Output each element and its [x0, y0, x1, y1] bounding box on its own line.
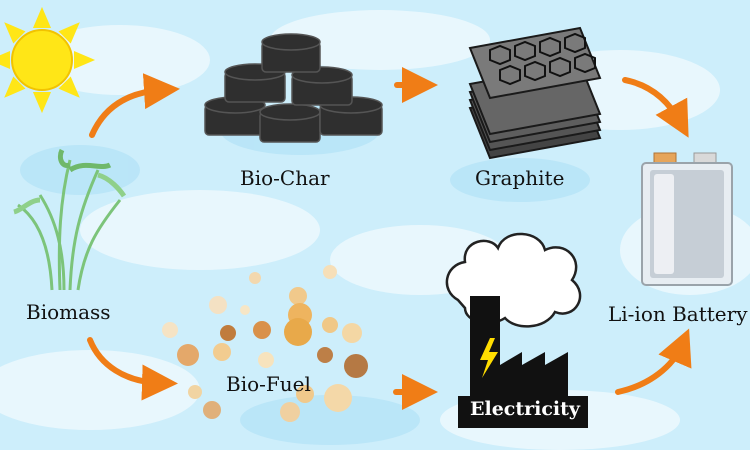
label-graphite: Graphite	[475, 166, 565, 190]
arrow-electricity-to-battery	[615, 328, 692, 395]
label-electricity: Electricity	[470, 398, 580, 420]
label-biochar: Bio-Char	[240, 166, 330, 190]
arrow-biomass-to-biofuel	[87, 337, 178, 401]
label-biomass: Biomass	[26, 300, 111, 324]
label-biofuel: Bio-Fuel	[226, 372, 311, 396]
droplets-icon	[162, 265, 368, 422]
plant-icon	[13, 148, 127, 291]
arrow-biomass-to-biochar	[89, 73, 180, 138]
battery-icon	[641, 152, 733, 286]
label-li-ion-battery: Li-ion Battery	[608, 302, 748, 326]
flow-arrows	[87, 67, 692, 410]
graphite-icon	[468, 26, 602, 160]
arrow-graphite-to-battery	[622, 77, 689, 138]
sun-icon	[0, 6, 96, 114]
biochar-icon	[204, 33, 383, 143]
bolt-icon	[480, 338, 498, 378]
factory-icon	[445, 232, 588, 428]
